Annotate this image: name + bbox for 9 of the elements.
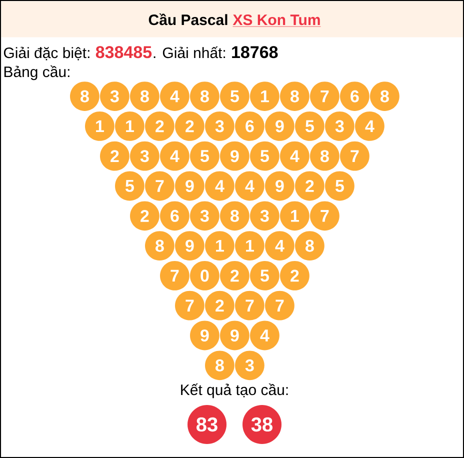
title-link: XS Kon Tum bbox=[232, 14, 321, 27]
prize-number: 18768 bbox=[232, 46, 278, 58]
header-band bbox=[1, 1, 464, 38]
prize-label: . Giải nhất: bbox=[154, 46, 226, 58]
title-text: Cầu Pascal bbox=[148, 13, 228, 26]
table-label: Bảng cầu: bbox=[4, 65, 70, 80]
prize-number: 838485 bbox=[96, 46, 152, 58]
result-label: Kết quả tạo cầu: bbox=[181, 383, 288, 398]
prize-label: Giải đặc biệt: bbox=[4, 46, 90, 60]
